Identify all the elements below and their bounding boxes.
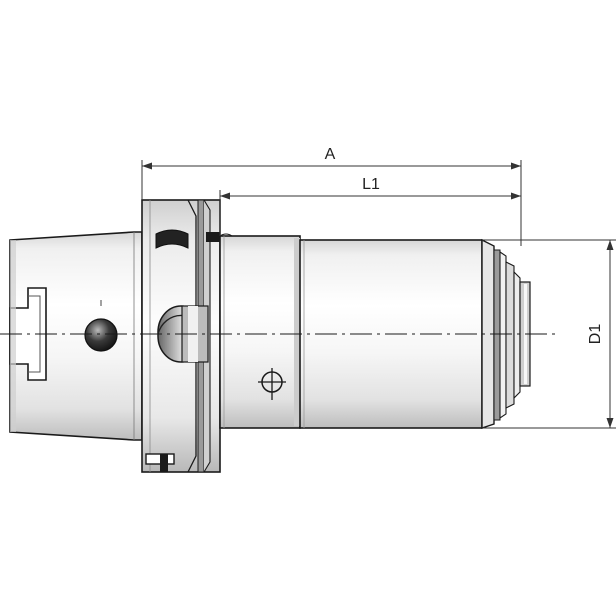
flange <box>141 199 221 473</box>
dimension-a-label: A <box>325 146 336 163</box>
dimension-d1 <box>482 239 616 429</box>
dimension-l1-label: L1 <box>362 176 380 193</box>
taper-shank <box>9 231 143 441</box>
balance-mark-icon <box>258 368 286 400</box>
dimension-a <box>141 160 522 246</box>
dimension-l1 <box>219 190 521 236</box>
neck <box>219 233 301 429</box>
ball-plug-icon <box>84 318 118 352</box>
dimension-d1-label: D1 <box>587 324 604 345</box>
